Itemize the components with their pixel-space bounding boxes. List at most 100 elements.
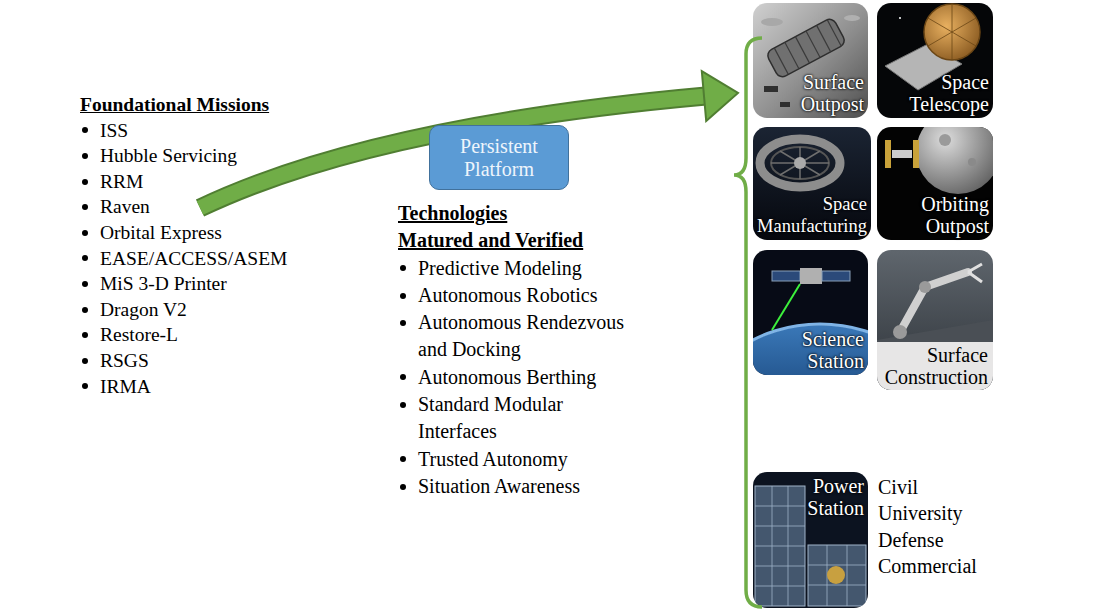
rover [764,86,778,92]
list-item: Autonomous Robotics [398,282,646,309]
list-text: Autonomous Robotics [418,282,646,309]
crater [844,15,860,21]
arrow-shaft [200,96,706,208]
list-item: IRMA [80,374,370,400]
list-item: Autonomous Berthing [398,364,646,391]
picture-tile: Orbiting Outpost [877,127,993,240]
bullet-dot [400,402,406,408]
list-item: ISS [80,118,370,144]
bullet-dot [82,204,88,210]
space-telescope-art [877,3,993,118]
lunar-ground [753,3,868,118]
arrow-outline [200,96,706,208]
power-module [827,566,845,584]
crater [968,158,976,166]
list-text: IRMA [100,374,370,400]
list-text: Autonomous Berthing [418,364,646,391]
bullet-dot [82,179,88,185]
bullet-dot [400,265,406,271]
list-text: Trusted Autonomy [418,446,646,473]
list-item: Restore-L [80,322,370,348]
construction-background [877,250,993,390]
bullet-dot [82,332,88,338]
surface-outpost-art [753,3,868,118]
list-item: EASE/ACCESS/ASEM [80,246,370,272]
box-label: Persistent Platform [438,135,560,181]
bullet-dot [82,127,88,133]
list-heading: Foundational Missions [80,92,370,118]
list-text: Raven [100,194,370,220]
power-station-art [753,472,868,608]
hull-ribs [774,20,841,75]
solar-wing [885,140,891,168]
picture-tile: Power Station [753,472,868,608]
solar-array [755,486,805,606]
solar-array [808,545,866,606]
list-text: MiS 3-D Printer [100,271,370,297]
sector-name: Civil [878,474,1088,500]
curly-bracket [734,38,762,607]
list-item: Situation Awareness [398,473,646,500]
tile-label: Surface Outpost [757,71,864,115]
bullet-dot [82,153,88,159]
solar-panel [822,271,850,281]
star [899,17,901,19]
primary-mirror [924,4,980,60]
list-text: Restore-L [100,322,370,348]
ring-hub [794,157,806,169]
gripper [968,264,982,282]
solar-panel [772,271,800,281]
bullet-dot [400,484,406,490]
tile-label: Power Station [757,475,864,519]
space-manufacturing-art [753,127,871,240]
list-item: Raven [80,194,370,220]
arrow-head [702,71,738,121]
bullet-dot [400,374,406,380]
array-grid [808,545,866,606]
list-item: Standard Modular Interfaces [398,391,646,446]
list-text: Orbital Express [100,220,370,246]
tile-label: Space Manufacturing [757,193,867,237]
array-grid [755,486,805,606]
sector-name: University [878,500,1088,526]
text-list: CivilUniversityDefenseCommercial [878,474,1088,579]
picture-tile: Surface Outpost [753,3,868,118]
list-text: ISS [100,118,370,144]
laser-beam [772,284,800,330]
list-text: RRM [100,169,370,195]
picture-tile: Space Manufacturing [753,127,871,240]
list-item: Hubble Servicing [80,143,370,169]
list-text: EASE/ACCESS/ASEM [100,246,370,272]
bullet-dot [82,230,88,236]
tile-label: Science Station [757,328,864,372]
list-item: RSGS [80,348,370,374]
satellite-body [800,268,822,284]
list-item: RRM [80,169,370,195]
list-text: Autonomous Rendezvous and Docking [418,309,646,364]
crater [761,18,783,26]
list-text: Predictive Modeling [418,255,646,282]
space-background [877,3,993,118]
list-text: Dragon V2 [100,297,370,323]
sector-name: Defense [878,527,1088,553]
habitat-ring [760,139,840,187]
list-text: RSGS [100,348,370,374]
science-station-art [753,250,868,375]
tile-label: Space Telescope [881,71,989,115]
list-text: Hubble Servicing [100,143,370,169]
space-background [753,472,868,608]
moon [916,127,993,194]
atmosphere [753,324,868,375]
habitat-module [765,17,846,79]
ground [877,320,993,390]
arm-joint [919,281,931,293]
list-item: Orbital Express [80,220,370,246]
list-text: Situation Awareness [418,473,646,500]
bullet-dot [400,456,406,462]
robot-arm [900,272,968,332]
list-item: MiS 3-D Printer [80,271,370,297]
bullet-dot [400,320,406,326]
station-module [892,150,912,158]
text-list: Technologies Matured and VerifiedPredict… [398,200,646,500]
